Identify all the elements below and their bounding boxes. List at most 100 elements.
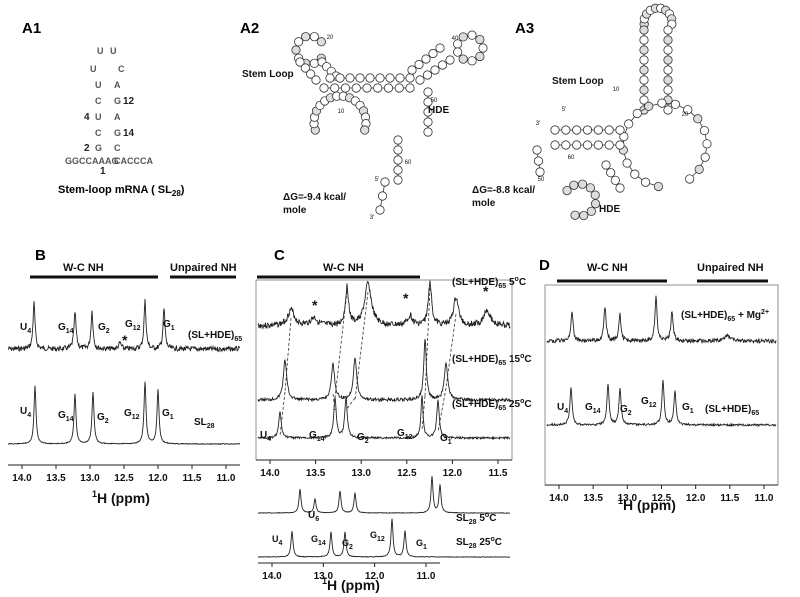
- nucleotide: [467, 30, 477, 40]
- nucleotide: [458, 32, 468, 42]
- nucleotide: [624, 119, 634, 129]
- nucleotide: [394, 83, 404, 93]
- nucleotide: [414, 59, 424, 70]
- nucleotide: [604, 140, 614, 150]
- nucleotide: [586, 206, 596, 216]
- a3-secondary-structure: [532, 3, 712, 221]
- hde-label: HDE: [599, 204, 620, 215]
- panel-label-c: C: [274, 247, 285, 264]
- sample-label-sl28-5c: SL28 5oC: [456, 512, 496, 526]
- nucleotide: [593, 140, 603, 150]
- nucleotide: [316, 37, 326, 47]
- panel-label-b: B: [35, 247, 46, 264]
- hairpin-base: G: [114, 96, 121, 106]
- panel-a2: A2 Stem Loop HDE ΔG=-9.4 kcal/ mole 20 4…: [240, 20, 488, 221]
- sample-label-mg: (SL+HDE)65 + Mg2+: [681, 309, 769, 323]
- nucleotide: [663, 35, 673, 45]
- nucleotide: [423, 107, 433, 117]
- nucleotide: [478, 43, 488, 53]
- spectrum-c-sl28-25c: [258, 518, 511, 558]
- nucleotide: [475, 34, 485, 45]
- nucleotide: [657, 98, 667, 108]
- wc-nh-label: W-C NH: [323, 262, 364, 274]
- nucleotide: [693, 114, 703, 124]
- nucleotide: [615, 183, 625, 193]
- nucleotide: [561, 140, 571, 150]
- peak-label: G12: [641, 396, 657, 409]
- position-number: 10: [338, 109, 345, 115]
- nucleotide: [663, 105, 673, 115]
- peak-label-u6: U6: [308, 510, 319, 523]
- position-number: 10: [613, 87, 620, 93]
- hairpin-base: A: [114, 80, 121, 90]
- nucleotide: [393, 135, 403, 145]
- panel-label-d: D: [539, 257, 550, 274]
- nucleotide: [585, 183, 595, 193]
- peak-label: G1: [163, 319, 175, 332]
- tick-label: 12.5: [397, 468, 417, 479]
- nucleotide: [475, 51, 485, 62]
- panel-d: D W-C NH Unpaired NH (SL+HDE)65 + Mg2+ (…: [539, 257, 779, 513]
- wc-nh-label: W-C NH: [63, 262, 104, 274]
- nucleotide: [355, 73, 365, 83]
- nucleotide: [699, 125, 710, 136]
- correlation-line: [437, 387, 447, 433]
- nucleotide: [291, 45, 301, 55]
- tick-label: 13.0: [80, 473, 100, 484]
- peak-label: G1: [416, 538, 427, 551]
- spectrum-d-mg: [546, 295, 777, 345]
- hairpin-base: U: [110, 46, 117, 56]
- panel-b: B W-C NH Unpaired NH U4 G14 G2 G12 G1 * …: [7, 247, 242, 506]
- delta-g-unit: mole: [283, 205, 307, 216]
- sample-label: (SL+HDE)65: [188, 330, 242, 343]
- nucleotide: [579, 210, 589, 221]
- nucleotide: [458, 54, 468, 64]
- panel-a1: A1 U U U C U A C G U A C G G C 12 4 14 2…: [22, 20, 185, 198]
- nucleotide: [630, 169, 640, 179]
- nucleotide: [423, 97, 433, 107]
- nucleotide: [639, 95, 649, 105]
- nucleotide: [423, 117, 433, 127]
- position-number: 4: [84, 112, 90, 123]
- peak-label: U4: [557, 402, 568, 415]
- nucleotide: [295, 57, 305, 67]
- tick-label: 12.0: [443, 468, 463, 479]
- nucleotide: [590, 190, 600, 200]
- correlation-line: [421, 395, 426, 431]
- sample-label-5c: (SL+HDE)65 5oC: [452, 276, 526, 290]
- hairpin-base: U: [95, 80, 102, 90]
- peak-label: U4: [260, 430, 271, 443]
- spectrum-c-25c: [257, 395, 511, 441]
- a1-hairpin: U U U C U A C G U A C G G C 12 4 14 2 1 …: [65, 46, 153, 177]
- hairpin-base: U: [95, 112, 102, 122]
- nucleotide: [582, 125, 593, 135]
- tick-label: 12.0: [365, 571, 385, 582]
- nucleotide: [550, 140, 560, 150]
- tick-label: 13.5: [306, 468, 326, 479]
- peak-label: G1: [682, 402, 694, 415]
- hairpin-base: G: [114, 128, 121, 138]
- correlation-line: [354, 291, 369, 401]
- nucleotide: [375, 205, 385, 215]
- panel-label-a3: A3: [515, 20, 534, 37]
- peak-label: G1: [162, 408, 174, 421]
- tick-label: 14.0: [262, 571, 282, 582]
- tick-label: 14.0: [12, 473, 32, 484]
- hairpin-base: C: [95, 128, 102, 138]
- nucleotide: [309, 32, 319, 42]
- nucleotide: [405, 73, 415, 83]
- nucleotide: [639, 65, 649, 75]
- nucleotide: [639, 25, 649, 35]
- nucleotide: [365, 73, 375, 83]
- position-number: 20: [327, 35, 334, 41]
- nucleotide: [435, 43, 445, 53]
- nucleotide: [640, 177, 651, 187]
- nucleotide: [663, 65, 673, 75]
- nucleotide: [375, 73, 385, 83]
- hairpin-base: G: [95, 143, 102, 153]
- tick-label: 11.0: [755, 493, 774, 504]
- stem-loop-label: Stem Loop: [242, 69, 294, 80]
- nucleotide: [437, 60, 448, 70]
